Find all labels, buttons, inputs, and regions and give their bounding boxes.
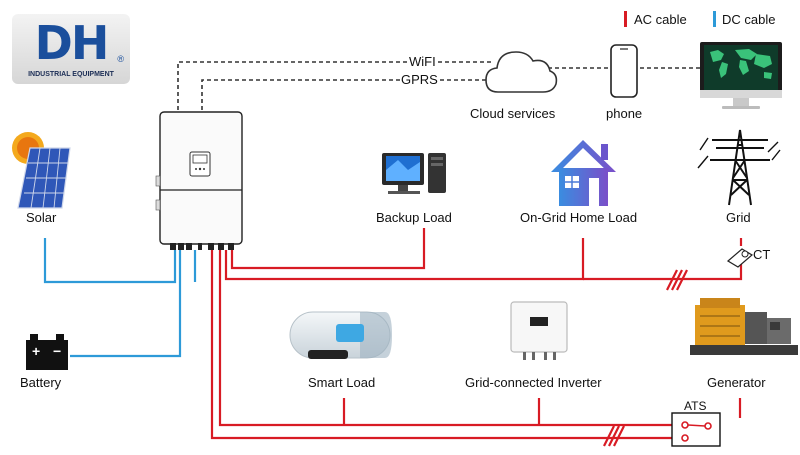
phone-icon (610, 44, 638, 98)
generator-label: Generator (707, 375, 766, 390)
gprs-label: GPRS (401, 72, 438, 87)
cloud-icon (485, 51, 558, 93)
monitor-icon (700, 42, 782, 109)
house-icon (551, 140, 616, 206)
cloud-services-label: Cloud services (470, 106, 556, 121)
ct-sensor-icon (726, 248, 754, 268)
brand-logo: DH ® INDUSTRIAL EQUIPMENT (12, 14, 130, 84)
home-load-label: On-Grid Home Load (520, 210, 638, 225)
battery-label: Battery (20, 375, 62, 390)
logo-registered: ® (117, 54, 124, 64)
gprs-line (201, 79, 400, 110)
phone-label: phone (606, 106, 643, 121)
desktop-computer-icon (382, 153, 446, 194)
solar-label: Solar (26, 210, 57, 225)
wifi-label: WiFI (409, 54, 436, 69)
ats-input-cable (210, 250, 680, 440)
logo-subtitle: INDUSTRIAL EQUIPMENT (28, 71, 114, 78)
ac-legend-swatch (624, 11, 627, 27)
grid-break-mark (666, 269, 688, 291)
ats-break-mark (603, 425, 625, 447)
inverter-ports (170, 243, 234, 250)
ac-cable-legend-label: AC cable (634, 12, 687, 27)
home-load-cable (224, 238, 585, 281)
dc-cable-legend-label: DC cable (722, 12, 776, 27)
comm-lines (177, 61, 700, 110)
wifi-line (177, 61, 408, 110)
ac-cables (210, 228, 743, 447)
dc-legend-swatch (713, 11, 716, 27)
ct-label: CT (753, 247, 771, 262)
logo-mark: DH (34, 16, 110, 70)
solar-dc-cable (43, 238, 177, 284)
backup-load-cable (230, 228, 426, 270)
water-heater-icon (289, 311, 392, 359)
smart-bus-cable (218, 250, 680, 427)
generator-icon (690, 298, 798, 355)
battery-dc-cable (70, 250, 182, 358)
grid-label: Grid (726, 210, 751, 225)
ats-label: ATS (684, 399, 707, 413)
grid-inverter-label: Grid-connected Inverter (465, 375, 602, 390)
dc-cables (43, 238, 197, 358)
smart-load-label: Smart Load (308, 375, 376, 390)
ats-switch-box (671, 412, 721, 447)
string-inverter-icon (510, 301, 568, 360)
backup-load-label: Backup Load (376, 210, 452, 225)
solar-panel-icon (12, 132, 71, 209)
battery-minus-sign: − (53, 343, 62, 359)
hybrid-inverter (155, 111, 243, 250)
battery-plus-sign: + (32, 343, 41, 359)
transmission-tower-icon (697, 129, 781, 206)
battery-icon (26, 334, 68, 370)
grid-bus-cable (583, 262, 743, 281)
